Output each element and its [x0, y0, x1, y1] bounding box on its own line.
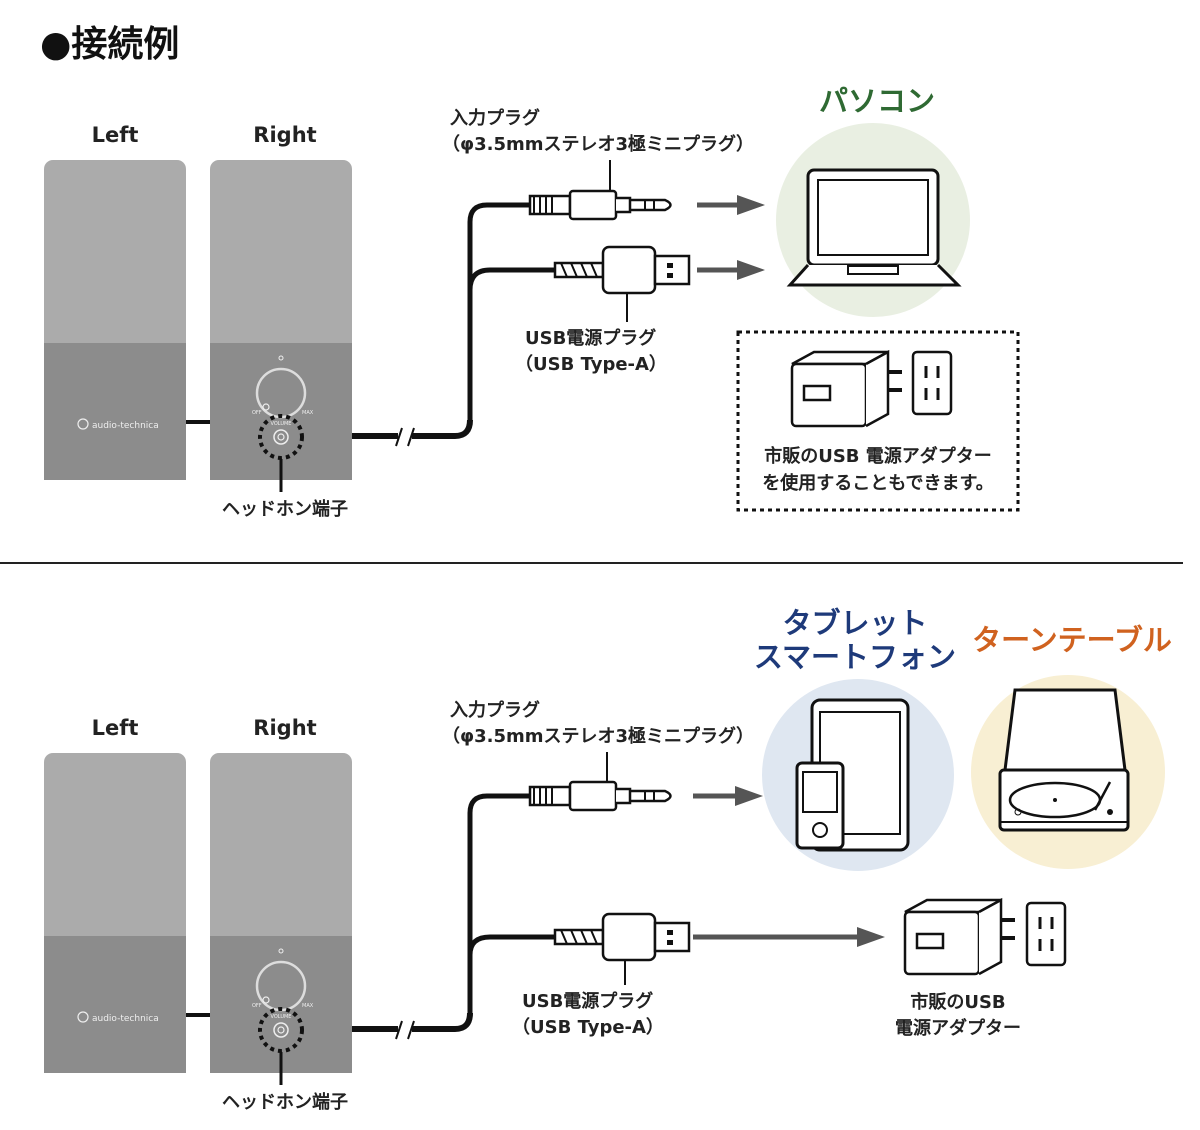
- brand-logo: audio-technica: [92, 421, 159, 431]
- laptop-icon: [786, 168, 962, 287]
- mini-plug-icon: [528, 189, 672, 221]
- adapter-label-line2: 電源アダプター: [895, 1017, 1021, 1039]
- knob-off-label: OFF: [252, 1003, 262, 1009]
- pc-title: パソコン: [819, 84, 935, 118]
- usb-adapter-icon: [903, 898, 1017, 976]
- input-plug-spec: （φ3.5mmステレオ3極ミニプラグ）: [442, 725, 754, 747]
- left-speaker-label: Left: [92, 716, 139, 740]
- right-speaker-label: Right: [253, 123, 316, 147]
- knob-max-label: MAX: [302, 410, 314, 416]
- arrow-icon: [737, 260, 765, 280]
- speaker-pair: [44, 160, 470, 492]
- bottom-section: Left Right audio-technica OFF MAX VOLUME…: [44, 606, 1172, 1113]
- mini-plug-icon: [528, 780, 672, 812]
- knob-volume-label: VOLUME: [271, 1014, 292, 1020]
- left-speaker-label: Left: [92, 123, 139, 147]
- input-plug-label: 入力プラグ: [450, 107, 540, 129]
- knob-volume-label: VOLUME: [271, 421, 292, 427]
- usb-adapter-icon: [790, 350, 904, 428]
- tablet-title: タブレット: [782, 606, 927, 640]
- top-section: Left Right audio-technica OFF MAX VOLUME…: [44, 84, 1020, 520]
- cable: [467, 202, 555, 420]
- brand-logo: audio-technica: [92, 1014, 159, 1024]
- arrow-icon: [735, 786, 763, 806]
- usb-plug-spec: （USB Type-A）: [512, 1017, 664, 1038]
- usb-plug-label: USB電源プラグ: [525, 327, 656, 349]
- usb-plug-icon: [553, 245, 691, 295]
- adapter-note-line1: 市販のUSB 電源アダプター: [764, 445, 992, 467]
- knob-max-label: MAX: [302, 1003, 314, 1009]
- outlet-icon: [911, 350, 953, 416]
- turntable-title: ターンテーブル: [972, 623, 1172, 657]
- usb-plug-icon: [553, 912, 691, 962]
- knob-off-label: OFF: [252, 410, 262, 416]
- input-plug-spec: （φ3.5mmステレオ3極ミニプラグ）: [442, 133, 754, 155]
- adapter-label-line1: 市販のUSB: [910, 991, 1005, 1013]
- usb-plug-spec: （USB Type-A）: [515, 354, 667, 375]
- adapter-option-box: [736, 330, 1020, 512]
- right-speaker-label: Right: [253, 716, 316, 740]
- input-plug-label: 入力プラグ: [450, 699, 540, 721]
- usb-plug-label: USB電源プラグ: [522, 990, 653, 1012]
- headphone-jack-label: ヘッドホン端子: [222, 499, 348, 520]
- outlet-icon: [1025, 901, 1067, 967]
- speaker-pair: [44, 753, 470, 1085]
- arrow-icon: [857, 927, 885, 947]
- smartphone-title: スマートフォン: [754, 640, 956, 674]
- headphone-jack-label: ヘッドホン端子: [222, 1092, 348, 1113]
- cable: [467, 793, 555, 1013]
- arrow-icon: [737, 195, 765, 215]
- turntable-icon: [998, 688, 1130, 832]
- adapter-note-line2: を使用することもできます。: [762, 473, 993, 494]
- page-title: ●接続例: [40, 24, 179, 65]
- tablet-phone-icon: [795, 698, 910, 852]
